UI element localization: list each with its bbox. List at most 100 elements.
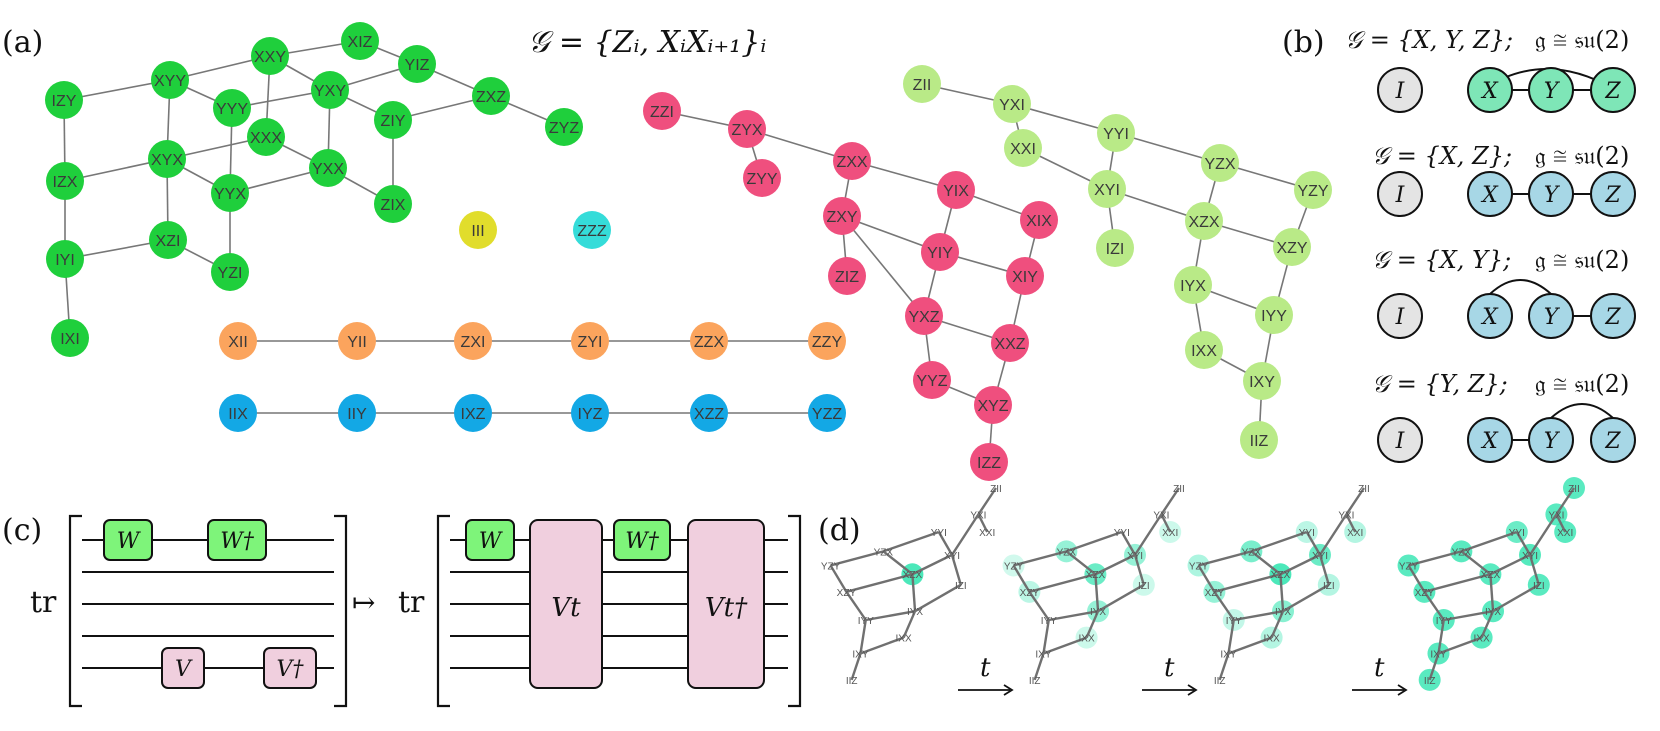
node-zzx-circle [690, 322, 728, 360]
panel-b: 𝒢 = {X, Y, Z}; 𝔤 ≅ 𝔰𝔲(2) I X Y Z 𝒢 = {X,… [1345, 26, 1636, 463]
node-yiy-label: YIY [927, 245, 953, 262]
snapshot-1-edge-xzx-iyx [911, 574, 917, 612]
node-xxi: XXI [1004, 129, 1042, 167]
gate-w-right-label: W [479, 529, 504, 554]
snapshot-1-edge-yzx-xzx [882, 550, 914, 576]
snapshot-1-edge-iyx-iyy [865, 610, 916, 622]
time-label-3: t [1374, 653, 1385, 683]
node-zxz: ZXZ [472, 77, 510, 115]
snapshot-4-edge-zii-yxi [1555, 487, 1575, 516]
node-yxx: YXX [309, 149, 347, 187]
snapshot-4-label-yzx: YZX [1452, 547, 1472, 558]
panel-b-row-2-node-i [1377, 171, 1423, 217]
edge-zxy-yxz [841, 215, 925, 317]
snapshot-3-edge-xzy-iyy [1213, 591, 1235, 621]
snapshot-1-label-xzx: XZX [903, 570, 923, 581]
node-xix-label: XIX [1026, 213, 1052, 230]
node-xix-circle [1020, 201, 1058, 239]
node-yzz: YZZ [808, 394, 846, 432]
evolution-snapshot-2: ZIIYXIXXIYYIYZXYZYXYIXZXIZIXZYIYXIYYIXXI… [1002, 484, 1185, 687]
snapshot-4-edge-izi-iyx [1492, 583, 1540, 613]
node-xyi: XYI [1088, 170, 1126, 208]
snapshot-2-edge-izi-iyx [1097, 583, 1145, 613]
node-izx-circle [46, 162, 84, 200]
panel-b-row-4-node-i [1377, 417, 1423, 463]
snapshot-3-edge-yzy-xzy [1197, 564, 1216, 593]
node-xyy-label: XYY [154, 73, 186, 90]
snapshot-3-label-xzy: XZY [1205, 588, 1225, 599]
snapshot-2-edge-xzx-iyx [1094, 574, 1100, 612]
node-xxx: XXX [247, 118, 285, 156]
gate-v-left [161, 647, 205, 689]
node-zzx-label: ZZX [694, 334, 725, 351]
node-zxi-label: ZXI [461, 334, 486, 351]
panel-b-row-1-label-y: Y [1544, 79, 1561, 104]
node-xzi-circle [149, 221, 187, 259]
node-iiz-circle [1240, 421, 1278, 459]
time-arrowhead-2 [1187, 684, 1198, 696]
snapshot-4-label-iiz: IIZ [1424, 676, 1436, 687]
node-iiz-label: IIZ [1250, 433, 1269, 450]
snapshot-2-edge-xzx-xzy [1029, 573, 1096, 593]
node-iiz: IIZ [1240, 421, 1278, 459]
snapshot-2-label-zii: ZII [1173, 484, 1185, 495]
node-ixx: IXX [1185, 331, 1223, 369]
node-izi-label: IZI [1106, 241, 1125, 258]
snapshot-1-label-izi: IZI [955, 581, 967, 592]
node-yzi-circle [211, 253, 249, 291]
gate-w-left [103, 519, 153, 561]
snapshot-1-edge-yxi-xxi [977, 513, 989, 533]
node-ixz-label: IXZ [461, 406, 486, 423]
node-yyi: YYI [1097, 114, 1135, 152]
node-yii-circle [338, 322, 376, 360]
node-yzx-circle [1201, 144, 1239, 182]
node-zxz-label: ZXZ [476, 89, 506, 106]
panel-b-row-3-node-x [1467, 293, 1513, 339]
snapshot-2-label-xzy: XZY [1020, 588, 1040, 599]
node-izi: IZI [1096, 229, 1134, 267]
node-zii-circle [903, 65, 941, 103]
node-iyz: IYZ [571, 394, 609, 432]
panel-b-row-1-node-x [1467, 67, 1513, 113]
node-xii-label: XII [228, 334, 248, 351]
snapshot-1-edge-yyi-xyi [937, 531, 954, 556]
node-iyi-circle [46, 240, 84, 278]
panel-b-row-2-label-z: Z [1604, 183, 1621, 208]
snapshot-3-label-xyi: XYI [1312, 551, 1328, 562]
node-zyy: ZYY [743, 159, 781, 197]
node-yiz: YIZ [398, 45, 436, 83]
node-xxz: XXZ [991, 324, 1029, 362]
node-zix: ZIX [374, 185, 412, 223]
panel-b-row-1: 𝒢 = {X, Y, Z}; 𝔤 ≅ 𝔰𝔲(2) I X Y Z [1345, 26, 1636, 113]
time-arrowhead-3 [1397, 684, 1408, 696]
node-yxy: YXY [311, 71, 349, 109]
panel-b-row-1-title: 𝒢 = {X, Y, Z}; [1345, 26, 1513, 54]
node-xyi-label: XYI [1094, 182, 1120, 199]
snapshot-1-label-iyx: IYX [907, 607, 923, 618]
node-yix: YIX [937, 171, 975, 209]
node-zxy-label: ZXY [826, 209, 857, 226]
node-zxy-circle [823, 197, 861, 235]
node-xiy-label: XIY [1012, 269, 1038, 286]
node-zzz-circle [573, 211, 611, 249]
node-zii: ZII [903, 65, 941, 103]
node-zxx-circle [833, 142, 871, 180]
gate-vdag-left-label: V† [277, 657, 305, 682]
node-xxx-circle [247, 118, 285, 156]
panel-b-row-4-label-i: I [1395, 429, 1406, 454]
node-zxi: ZXI [454, 322, 492, 360]
snapshot-2-edge-yzx-yzy [1013, 550, 1067, 567]
node-yii-label: YII [347, 334, 367, 351]
snapshot-4-edge-iyx-ixx [1480, 610, 1495, 639]
node-yii: YII [338, 322, 376, 360]
snapshot-3-label-iyx: IYX [1275, 607, 1291, 618]
node-xxy-label: XXY [254, 49, 286, 66]
snapshot-1-edge-xzx-xzy [846, 573, 913, 593]
panel-b-row-3-label-z: Z [1604, 305, 1621, 330]
node-zix-circle [374, 185, 412, 223]
snapshot-1-edge-iyy-ixy [859, 619, 867, 654]
node-ixi: IXI [51, 319, 89, 357]
snapshot-4-edge-xyi-xzx [1489, 553, 1531, 576]
generator-set-title: 𝒢 = {Zᵢ, XᵢXᵢ₊₁}ᵢ [528, 25, 766, 60]
